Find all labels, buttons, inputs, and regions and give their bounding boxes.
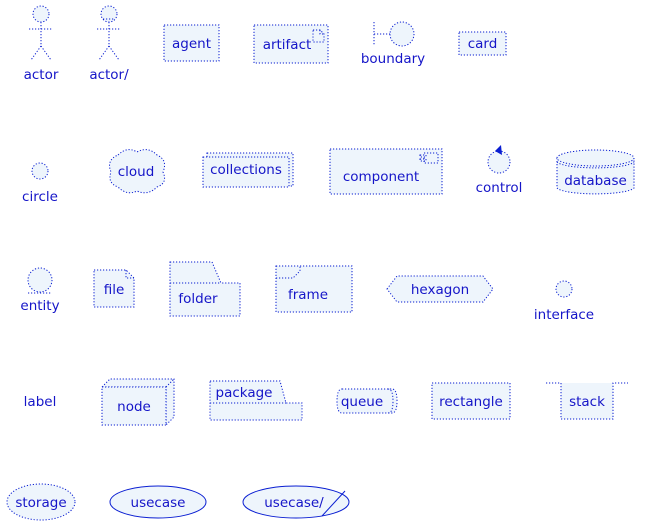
circle-element: circle — [22, 162, 58, 205]
boundary-label: boundary — [361, 51, 425, 67]
folder-label: folder — [178, 291, 218, 307]
component-element: component — [329, 148, 443, 195]
frame-box — [275, 265, 353, 313]
database-label: database — [564, 173, 627, 189]
business-actor-label: actor/ — [89, 67, 129, 83]
label-element: label — [24, 394, 57, 410]
file-element: file — [93, 269, 135, 308]
actor-label: actor — [24, 67, 59, 83]
package-icon — [209, 380, 303, 421]
business-actor-element: actor/ — [89, 5, 129, 83]
card-box — [458, 31, 507, 56]
artifact-document-icon — [312, 29, 325, 43]
collections-label: collections — [210, 162, 282, 178]
collections-front-box — [202, 156, 290, 188]
interface-element: interface — [534, 280, 594, 323]
artifact-element: artifact — [253, 24, 329, 64]
agent-element: agent — [163, 24, 220, 62]
control-label: control — [476, 180, 523, 196]
queue-element: queue — [336, 388, 398, 414]
collections-element: collections — [202, 152, 294, 188]
entity-icon — [27, 267, 53, 294]
hexagon-label: hexagon — [411, 282, 469, 298]
agent-box — [163, 24, 220, 62]
file-label: file — [104, 282, 125, 298]
node-element: node — [100, 378, 175, 427]
usecase-element: usecase — [109, 485, 207, 519]
frame-label: frame — [288, 287, 328, 303]
cloud-shape-icon — [109, 149, 165, 194]
circle-label: circle — [22, 189, 58, 205]
queue-label: queue — [341, 394, 383, 410]
boundary-icon — [373, 21, 415, 47]
control-icon — [487, 145, 511, 174]
entity-label: entity — [20, 298, 59, 314]
folder-element: folder — [169, 261, 241, 317]
interface-lollipop-icon — [555, 280, 573, 298]
storage-shape-icon — [6, 483, 76, 521]
business-usecase-slash-icon — [321, 490, 346, 517]
card-element: card — [458, 31, 507, 56]
entity-element: entity — [20, 267, 60, 314]
agent-label: agent — [172, 36, 211, 52]
stack-shape-icon — [546, 382, 628, 420]
node-label: node — [117, 399, 151, 415]
package-element: package — [209, 380, 303, 421]
hexagon-shape-icon — [386, 275, 494, 303]
circle-shape-icon — [31, 162, 49, 180]
interface-label: interface — [534, 307, 594, 323]
artifact-label: artifact — [263, 37, 312, 53]
queue-shape-icon — [336, 388, 398, 414]
rectangle-element: rectangle — [431, 382, 511, 420]
control-element: control — [476, 145, 523, 196]
cloud-label: cloud — [118, 164, 155, 180]
database-cylinder-icon — [556, 149, 635, 195]
storage-label: storage — [15, 495, 66, 511]
file-shape-icon — [93, 269, 135, 308]
usecase-ellipse-icon — [109, 485, 207, 519]
artifact-box — [253, 24, 329, 64]
actor-element: actor — [24, 5, 59, 83]
frame-element: frame — [275, 265, 353, 313]
database-element: database — [556, 149, 635, 195]
package-label: package — [216, 385, 273, 401]
actor-stick-figure-icon — [29, 5, 53, 61]
node-box-icon — [100, 378, 175, 427]
business-usecase-label: usecase/ — [264, 495, 324, 511]
storage-element: storage — [6, 483, 76, 521]
card-label: card — [468, 36, 498, 52]
rectangle-box — [431, 382, 511, 420]
boundary-element: boundary — [361, 21, 425, 67]
usecase-label: usecase — [131, 495, 186, 511]
component-icon — [419, 152, 439, 164]
rectangle-label: rectangle — [439, 394, 503, 410]
stack-label: stack — [569, 394, 605, 410]
cloud-element: cloud — [109, 149, 165, 194]
business-usecase-element: usecase/ — [242, 485, 350, 519]
stack-element: stack — [546, 382, 628, 420]
frame-tab-icon — [276, 266, 301, 279]
business-usecase-ellipse-icon — [242, 485, 350, 519]
hexagon-element: hexagon — [386, 275, 494, 303]
component-label: component — [343, 169, 419, 185]
folder-icon — [169, 261, 241, 317]
business-actor-stick-figure-icon — [97, 5, 121, 61]
label-text: label — [24, 394, 57, 410]
